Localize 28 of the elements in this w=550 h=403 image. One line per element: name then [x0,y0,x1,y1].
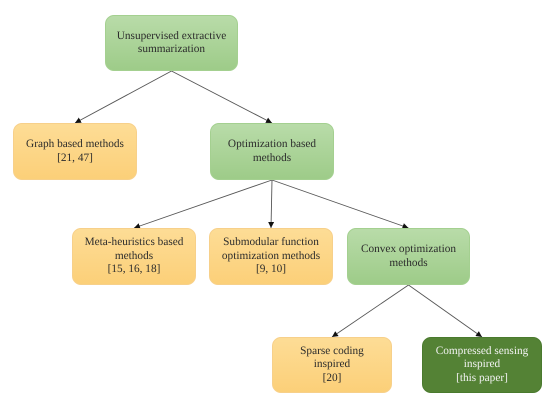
citation-text: [21, 47] [57,152,93,165]
node-label: Optimization based methods [226,138,318,165]
category-box [422,337,542,393]
node-label: Sparse coding inspired [299,344,365,372]
citation-text: [20] [322,372,342,386]
arrow [408,284,482,338]
arrow [74,70,172,124]
node-label: Meta-heuristics based methods [84,236,184,264]
arrow [134,180,272,229]
arrow [171,70,272,124]
category-box [13,123,137,180]
citation-text: [15, 16, 18] [108,263,160,277]
category-box [272,337,392,393]
node-label: Graph based methods [26,138,124,152]
category-box [105,15,238,71]
node-label: Unsupervised extractive summarization [116,30,228,56]
category-box [72,228,196,285]
node-label: Submodular function optimization methods [220,236,322,264]
arrow [268,180,274,228]
node-label: Compressed sensing inspired [434,344,530,372]
category-box [209,228,333,285]
citation-text: [this paper] [456,372,508,386]
arrow [332,284,409,338]
citation-text: [9, 10] [256,263,286,277]
category-box [210,123,334,180]
node-label: Convex optimization methods [360,243,458,270]
category-box [347,228,470,285]
arrow [272,180,409,229]
